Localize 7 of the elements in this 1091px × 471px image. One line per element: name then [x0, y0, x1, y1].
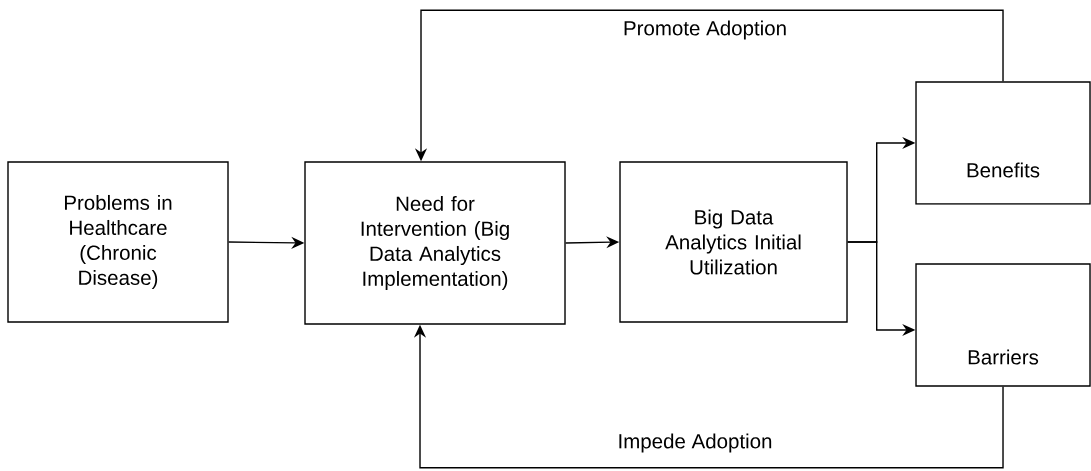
process-box: Barriers [915, 263, 1091, 387]
process-box: Benefits [915, 81, 1091, 205]
process-box: Big Data Analytics Initial Utilization [619, 161, 848, 323]
edge-label: Impede Adoption [616, 432, 774, 454]
edge-label: Promote Adoption [621, 19, 789, 41]
process-box: Need for Intervention (Big Data Analytics Implementation) [304, 161, 566, 325]
process-box: Problems in Healthcare (Chronic Disease) [7, 161, 229, 323]
